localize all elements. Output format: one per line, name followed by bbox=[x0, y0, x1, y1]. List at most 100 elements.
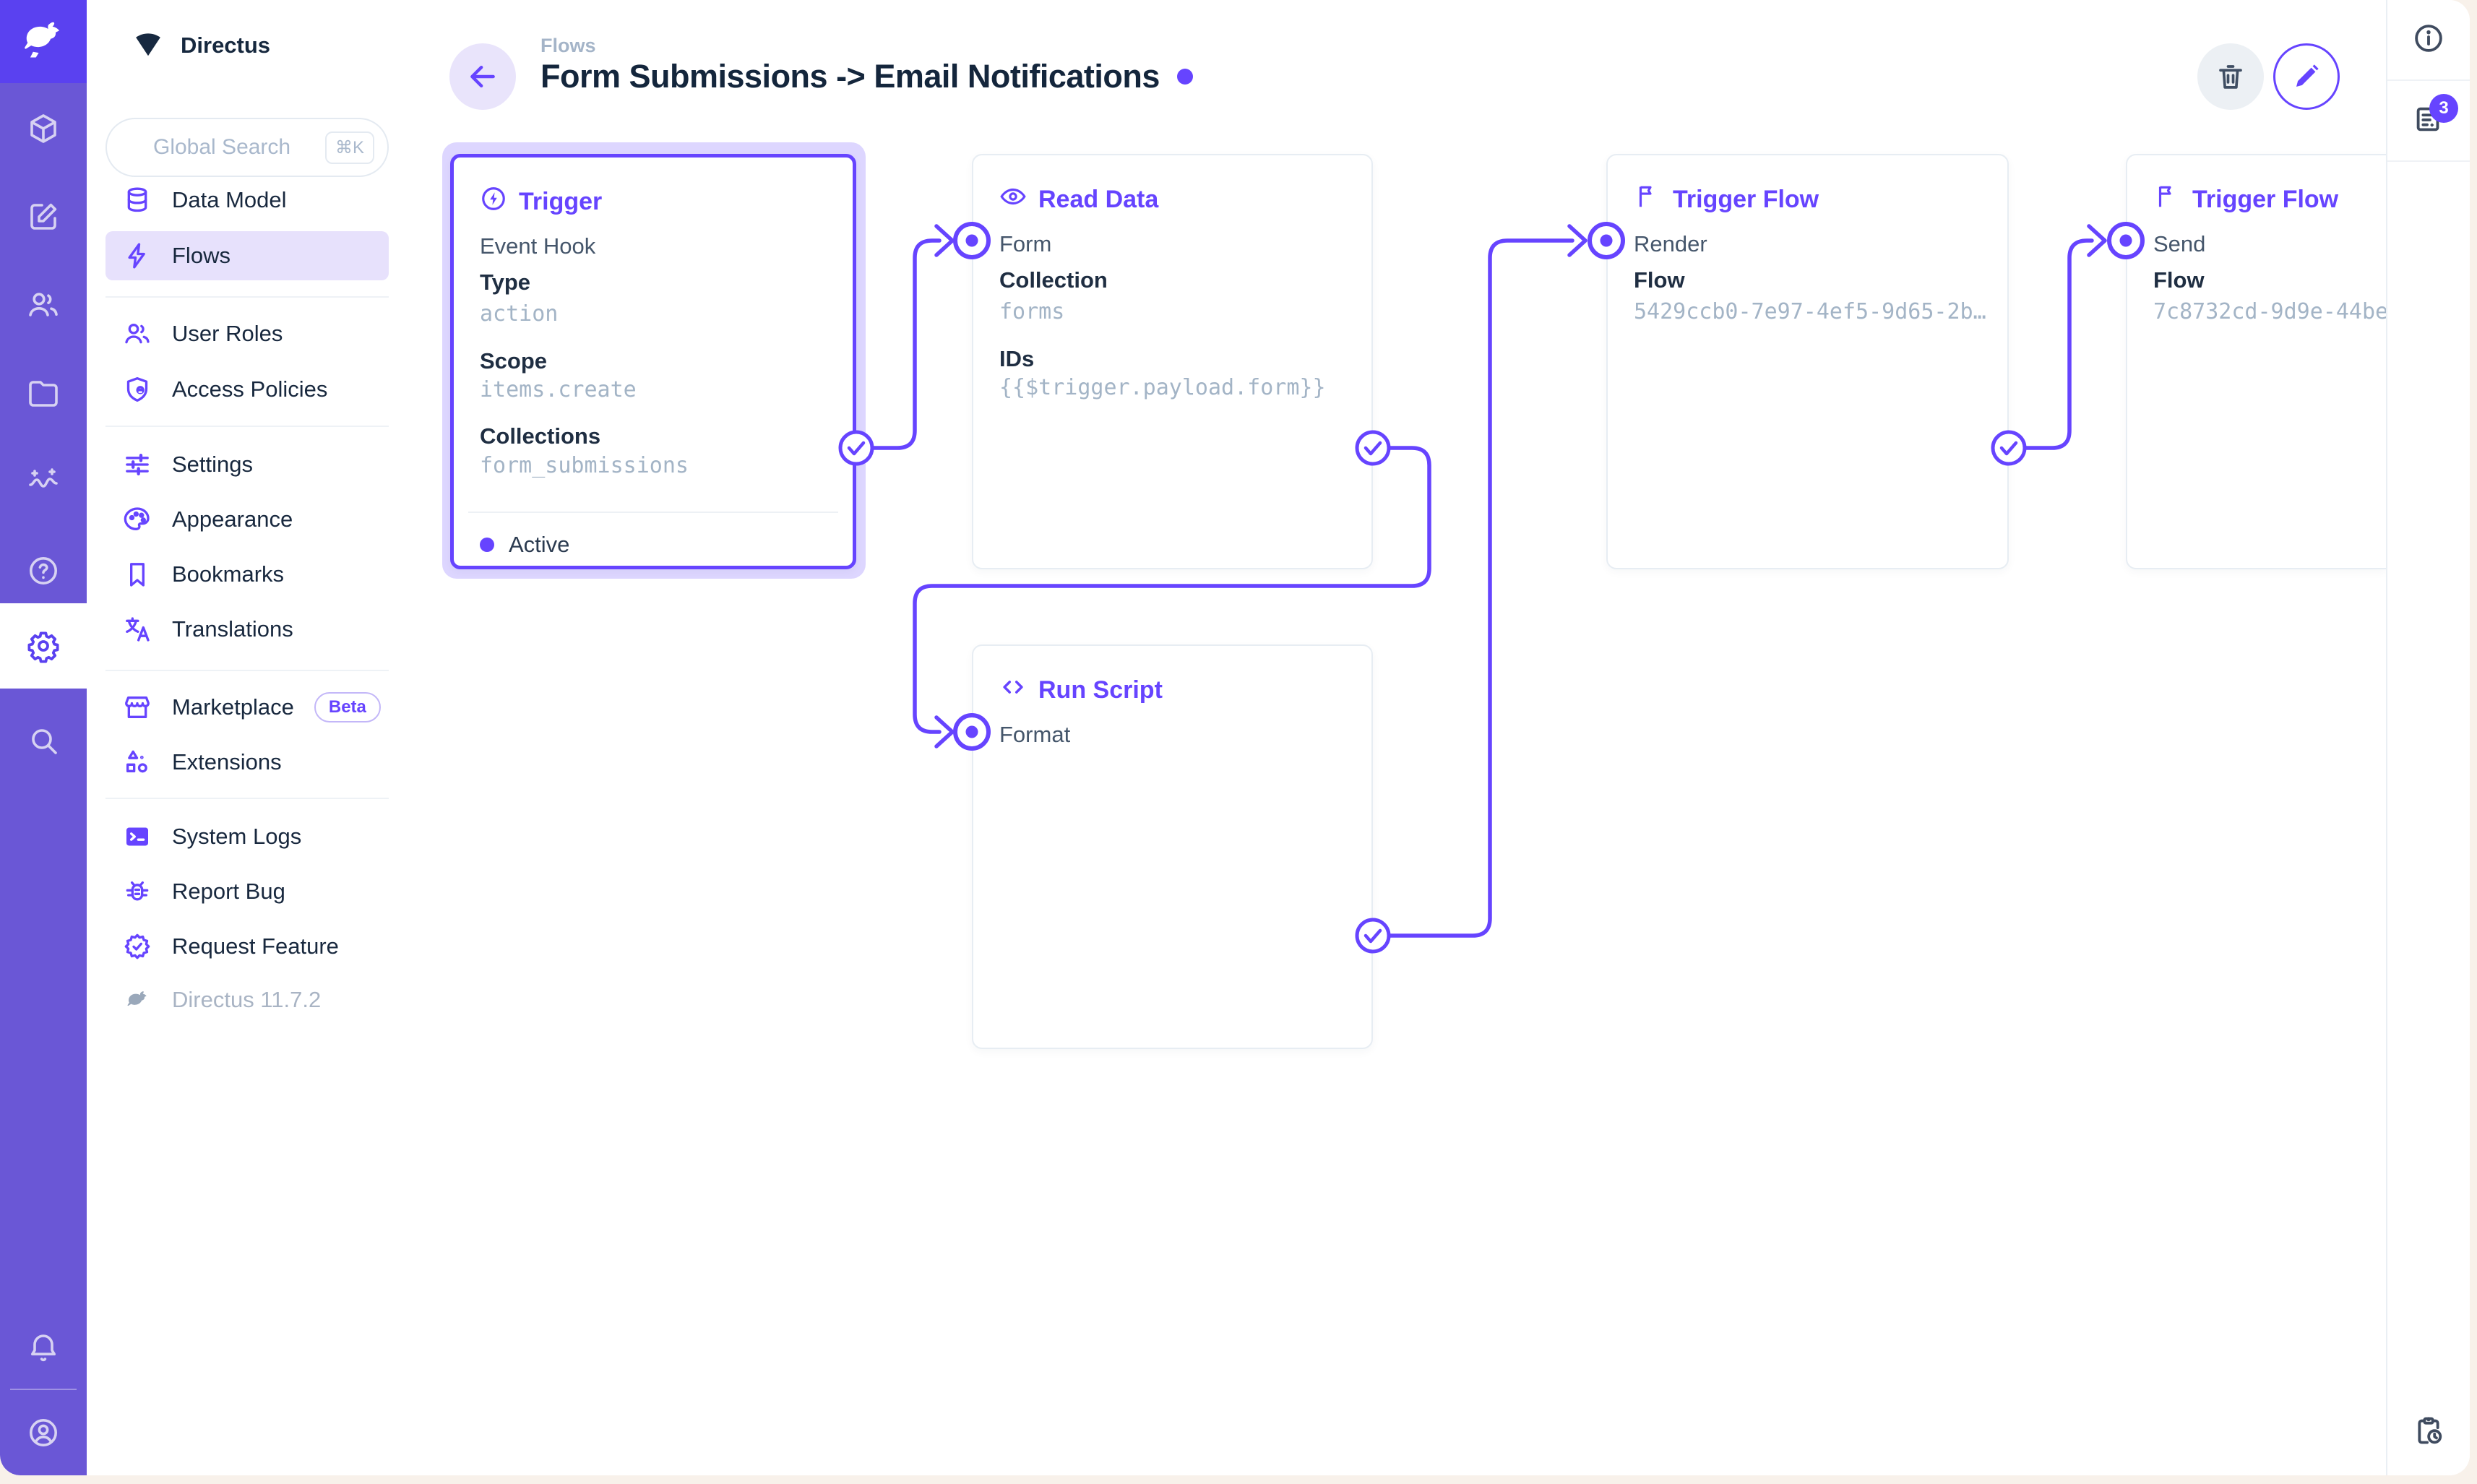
eye-icon bbox=[999, 183, 1027, 217]
module-help-icon[interactable] bbox=[0, 528, 87, 613]
sidebar-divider bbox=[105, 798, 389, 799]
sidebar-divider bbox=[105, 670, 389, 671]
field-value: forms bbox=[999, 300, 1065, 324]
flow-status-dot bbox=[1176, 69, 1193, 85]
sidebar-version: Directus 11.7.2 bbox=[105, 975, 389, 1024]
translate-icon bbox=[123, 615, 152, 644]
storefront-icon bbox=[123, 693, 152, 722]
sidebar-item-report-bug[interactable]: Report Bug bbox=[105, 867, 389, 916]
sidebar-item-label: Data Model bbox=[172, 187, 287, 212]
panel-title: Trigger Flow bbox=[1673, 186, 1819, 213]
panel-trigger-flow-send[interactable]: Trigger Flow Send Flow 7c8732cd-9d9e-44b… bbox=[2126, 154, 2386, 569]
back-button[interactable] bbox=[449, 43, 516, 110]
logs-sidebar-button[interactable]: 3 bbox=[2387, 81, 2470, 162]
sidebar-item-extensions[interactable]: Extensions bbox=[105, 738, 389, 787]
input-label: Render bbox=[1634, 231, 1707, 256]
notifications-bell-icon[interactable] bbox=[0, 1305, 87, 1390]
global-search-input[interactable]: Global Search ⌘K bbox=[105, 118, 389, 177]
module-bar-divider bbox=[10, 1389, 77, 1390]
sidebar-item-request-feature[interactable]: Request Feature bbox=[105, 922, 389, 971]
project-name: Directus bbox=[181, 33, 271, 58]
sidebar-item-appearance[interactable]: Appearance bbox=[105, 495, 389, 544]
code-icon bbox=[999, 673, 1027, 707]
sidebar-item-label: Request Feature bbox=[172, 933, 339, 959]
bolt-circle-icon bbox=[480, 185, 507, 219]
panel-read-data[interactable]: Read Data Form Collection forms IDs {{$t… bbox=[972, 154, 1373, 569]
module-editor-icon[interactable] bbox=[0, 174, 87, 259]
user-avatar[interactable] bbox=[0, 1390, 87, 1475]
sidebar-item-settings[interactable]: Settings bbox=[105, 440, 389, 489]
input-label: Format bbox=[999, 722, 1071, 747]
clipboard-clock-icon bbox=[2412, 1414, 2445, 1451]
version-text: Directus 11.7.2 bbox=[172, 987, 322, 1012]
flag-icon bbox=[1634, 183, 1661, 217]
field-label: Flow bbox=[1634, 267, 1685, 293]
panel-header: Trigger Flow bbox=[2153, 183, 2338, 217]
sidebar-divider bbox=[105, 426, 389, 427]
bolt-icon bbox=[123, 241, 152, 270]
shapes-icon bbox=[123, 748, 152, 777]
module-files-icon[interactable] bbox=[0, 351, 87, 436]
sidebar-item-label: Bookmarks bbox=[172, 561, 285, 587]
sidebar-item-label: Appearance bbox=[172, 506, 293, 532]
panel-run-script[interactable]: Run Script Format bbox=[972, 644, 1373, 1049]
breadcrumb[interactable]: Flows bbox=[540, 35, 596, 56]
module-bar bbox=[0, 0, 87, 1475]
edit-flow-button[interactable] bbox=[2273, 43, 2340, 110]
wire-trigger-to-read-data bbox=[871, 238, 942, 450]
panel-header: Trigger bbox=[480, 185, 602, 219]
page-title: Form Submissions -> Email Notifications bbox=[540, 58, 1160, 95]
field-value: action bbox=[480, 302, 559, 327]
card-footer-divider bbox=[468, 512, 838, 513]
sidebar-item-flows[interactable]: Flows bbox=[105, 231, 389, 280]
info-icon bbox=[2412, 22, 2445, 59]
directus-logo[interactable] bbox=[0, 0, 87, 83]
nav-sidebar: Directus Global Search ⌘K Data Model Flo… bbox=[87, 0, 389, 1475]
database-icon bbox=[123, 186, 152, 215]
sidebar-item-access-policies[interactable]: Access Policies bbox=[105, 365, 389, 414]
bookmark-icon bbox=[123, 560, 152, 589]
palette-icon bbox=[123, 505, 152, 534]
field-label: Scope bbox=[480, 348, 548, 374]
sidebar-item-translations[interactable]: Translations bbox=[105, 605, 389, 654]
field-value: items.create bbox=[480, 378, 637, 402]
panel-title: Run Script bbox=[1038, 676, 1163, 704]
project-switcher[interactable]: Directus bbox=[87, 16, 387, 75]
panel-trigger-flow-render[interactable]: Trigger Flow Render Flow 5429ccb0-7e97-4… bbox=[1606, 154, 2009, 569]
terminal-icon bbox=[123, 822, 152, 851]
wire-trigger-flow-1-to-2 bbox=[2024, 238, 2094, 450]
flow-runs-button[interactable] bbox=[2387, 1392, 2470, 1472]
sidebar-item-bookmarks[interactable]: Bookmarks bbox=[105, 550, 389, 599]
delete-flow-button[interactable] bbox=[2197, 43, 2264, 110]
field-label: IDs bbox=[999, 346, 1035, 371]
sidebar-item-label: User Roles bbox=[172, 321, 283, 346]
sidebar-item-system-logs[interactable]: System Logs bbox=[105, 812, 389, 861]
badge-check-icon bbox=[123, 932, 152, 961]
module-insights-icon[interactable] bbox=[0, 438, 87, 523]
panel-title: Trigger Flow bbox=[2192, 186, 2339, 213]
module-search-icon[interactable] bbox=[0, 698, 87, 783]
module-settings-icon[interactable] bbox=[0, 603, 87, 689]
panel-trigger[interactable]: Trigger Event Hook Type action Scope ite… bbox=[450, 154, 856, 569]
sidebar-item-label: System Logs bbox=[172, 824, 302, 849]
sidebar-item-label: Report Bug bbox=[172, 879, 285, 904]
module-users-icon[interactable] bbox=[0, 262, 87, 348]
panel-title: Trigger bbox=[519, 188, 603, 215]
info-sidebar-button[interactable] bbox=[2387, 0, 2470, 81]
panel-header: Read Data bbox=[999, 183, 1158, 217]
sidebar-item-data-model[interactable]: Data Model bbox=[105, 176, 389, 225]
field-value: 5429ccb0-7e97-4ef5-9d65-2b… bbox=[1634, 300, 1986, 324]
rabbit-icon bbox=[123, 985, 152, 1014]
sidebar-item-user-roles[interactable]: User Roles bbox=[105, 309, 389, 358]
module-content-icon[interactable] bbox=[0, 86, 87, 171]
sidebar-item-label: Translations bbox=[172, 616, 293, 642]
field-label: Collection bbox=[999, 267, 1108, 293]
sidebar-item-marketplace[interactable]: Marketplace Beta bbox=[105, 683, 389, 732]
input-label: Send bbox=[2153, 231, 2206, 256]
status-badge: Active bbox=[509, 532, 570, 557]
page-title-row: Form Submissions -> Email Notifications bbox=[540, 58, 1193, 95]
active-status-dot bbox=[480, 538, 494, 552]
notifications-count-badge: 3 bbox=[2429, 94, 2458, 123]
sliders-icon bbox=[123, 450, 152, 479]
